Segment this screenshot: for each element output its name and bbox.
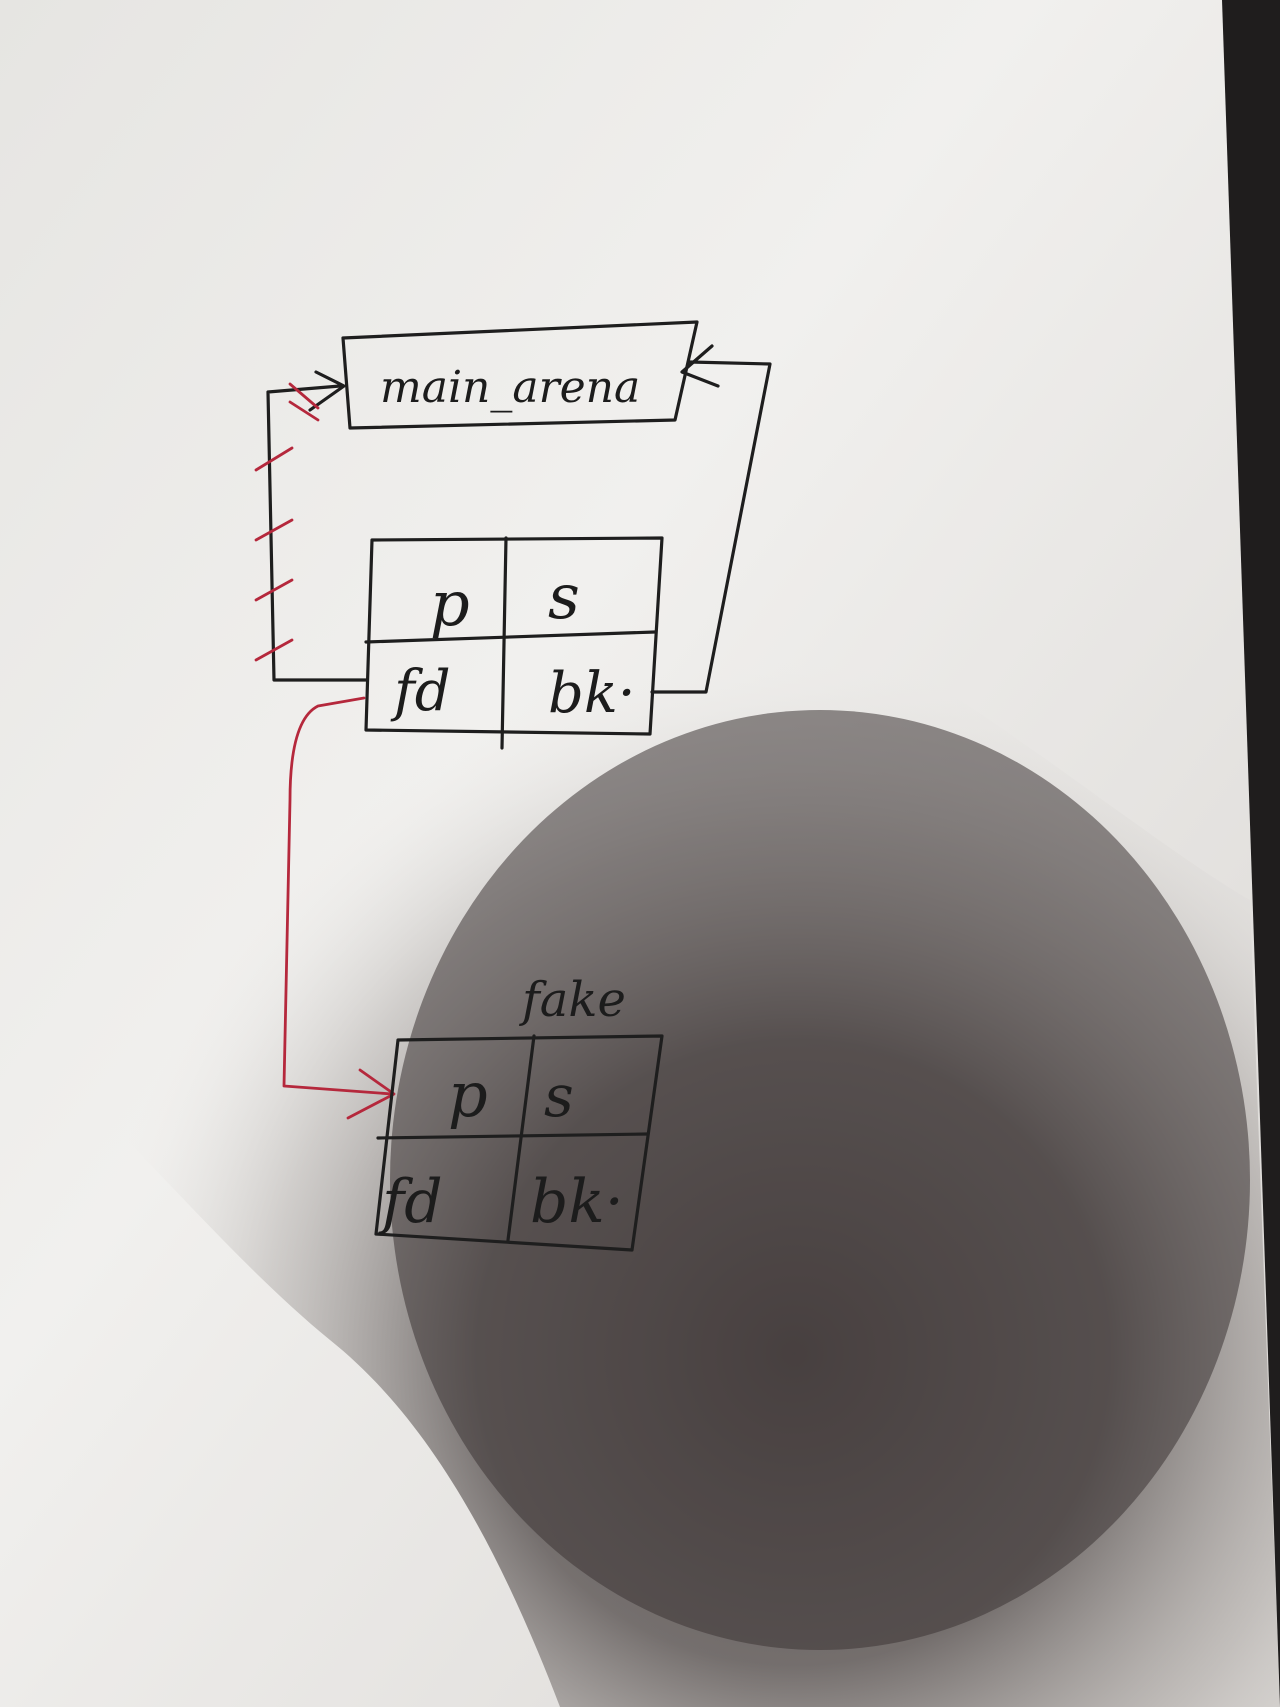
fd-arrow-head <box>308 370 346 412</box>
chunk-cell-p: p <box>430 567 470 640</box>
chunk-cell-s: s <box>548 560 580 633</box>
fake-chunk-cell-s: s <box>544 1062 574 1130</box>
fd-arrow-cross-out-marks <box>254 382 320 662</box>
fake-chunk-node: fake p s fd bk· <box>374 972 664 1252</box>
shadow-core <box>390 710 1250 1650</box>
chunk-cell-bk: bk· <box>548 661 636 726</box>
fd-arrow-line <box>266 384 368 682</box>
chunk-column-divider <box>500 536 508 750</box>
fd-to-fake-chunk-arrow <box>282 696 396 1120</box>
main-arena-label: main_arena <box>380 362 640 413</box>
chunk-node: p s fd bk· <box>364 536 664 750</box>
chunk-cell-fd: fd <box>390 659 451 724</box>
fake-chunk-box <box>374 1034 664 1252</box>
red-arrow-head <box>346 1068 396 1120</box>
bk-arrow-line <box>650 360 772 694</box>
red-arrow-line <box>282 696 394 1096</box>
fd-to-main-arena-arrow <box>254 370 368 682</box>
fake-chunk-cell-p: p <box>448 1058 488 1131</box>
chunk-box <box>364 536 664 736</box>
bk-to-main-arena-arrow <box>650 344 772 694</box>
fake-chunk-column-divider <box>506 1034 536 1242</box>
main-arena-box <box>341 320 699 430</box>
fake-chunk-cell-bk: bk· <box>530 1167 624 1237</box>
main-arena-node: main_arena <box>341 320 699 430</box>
fake-chunk-row-divider <box>376 1132 650 1140</box>
chunk-row-divider <box>364 630 657 644</box>
fake-chunk-cell-fd: fd <box>378 1167 443 1237</box>
fake-chunk-title: fake <box>519 972 626 1028</box>
bk-arrow-head <box>680 344 720 388</box>
